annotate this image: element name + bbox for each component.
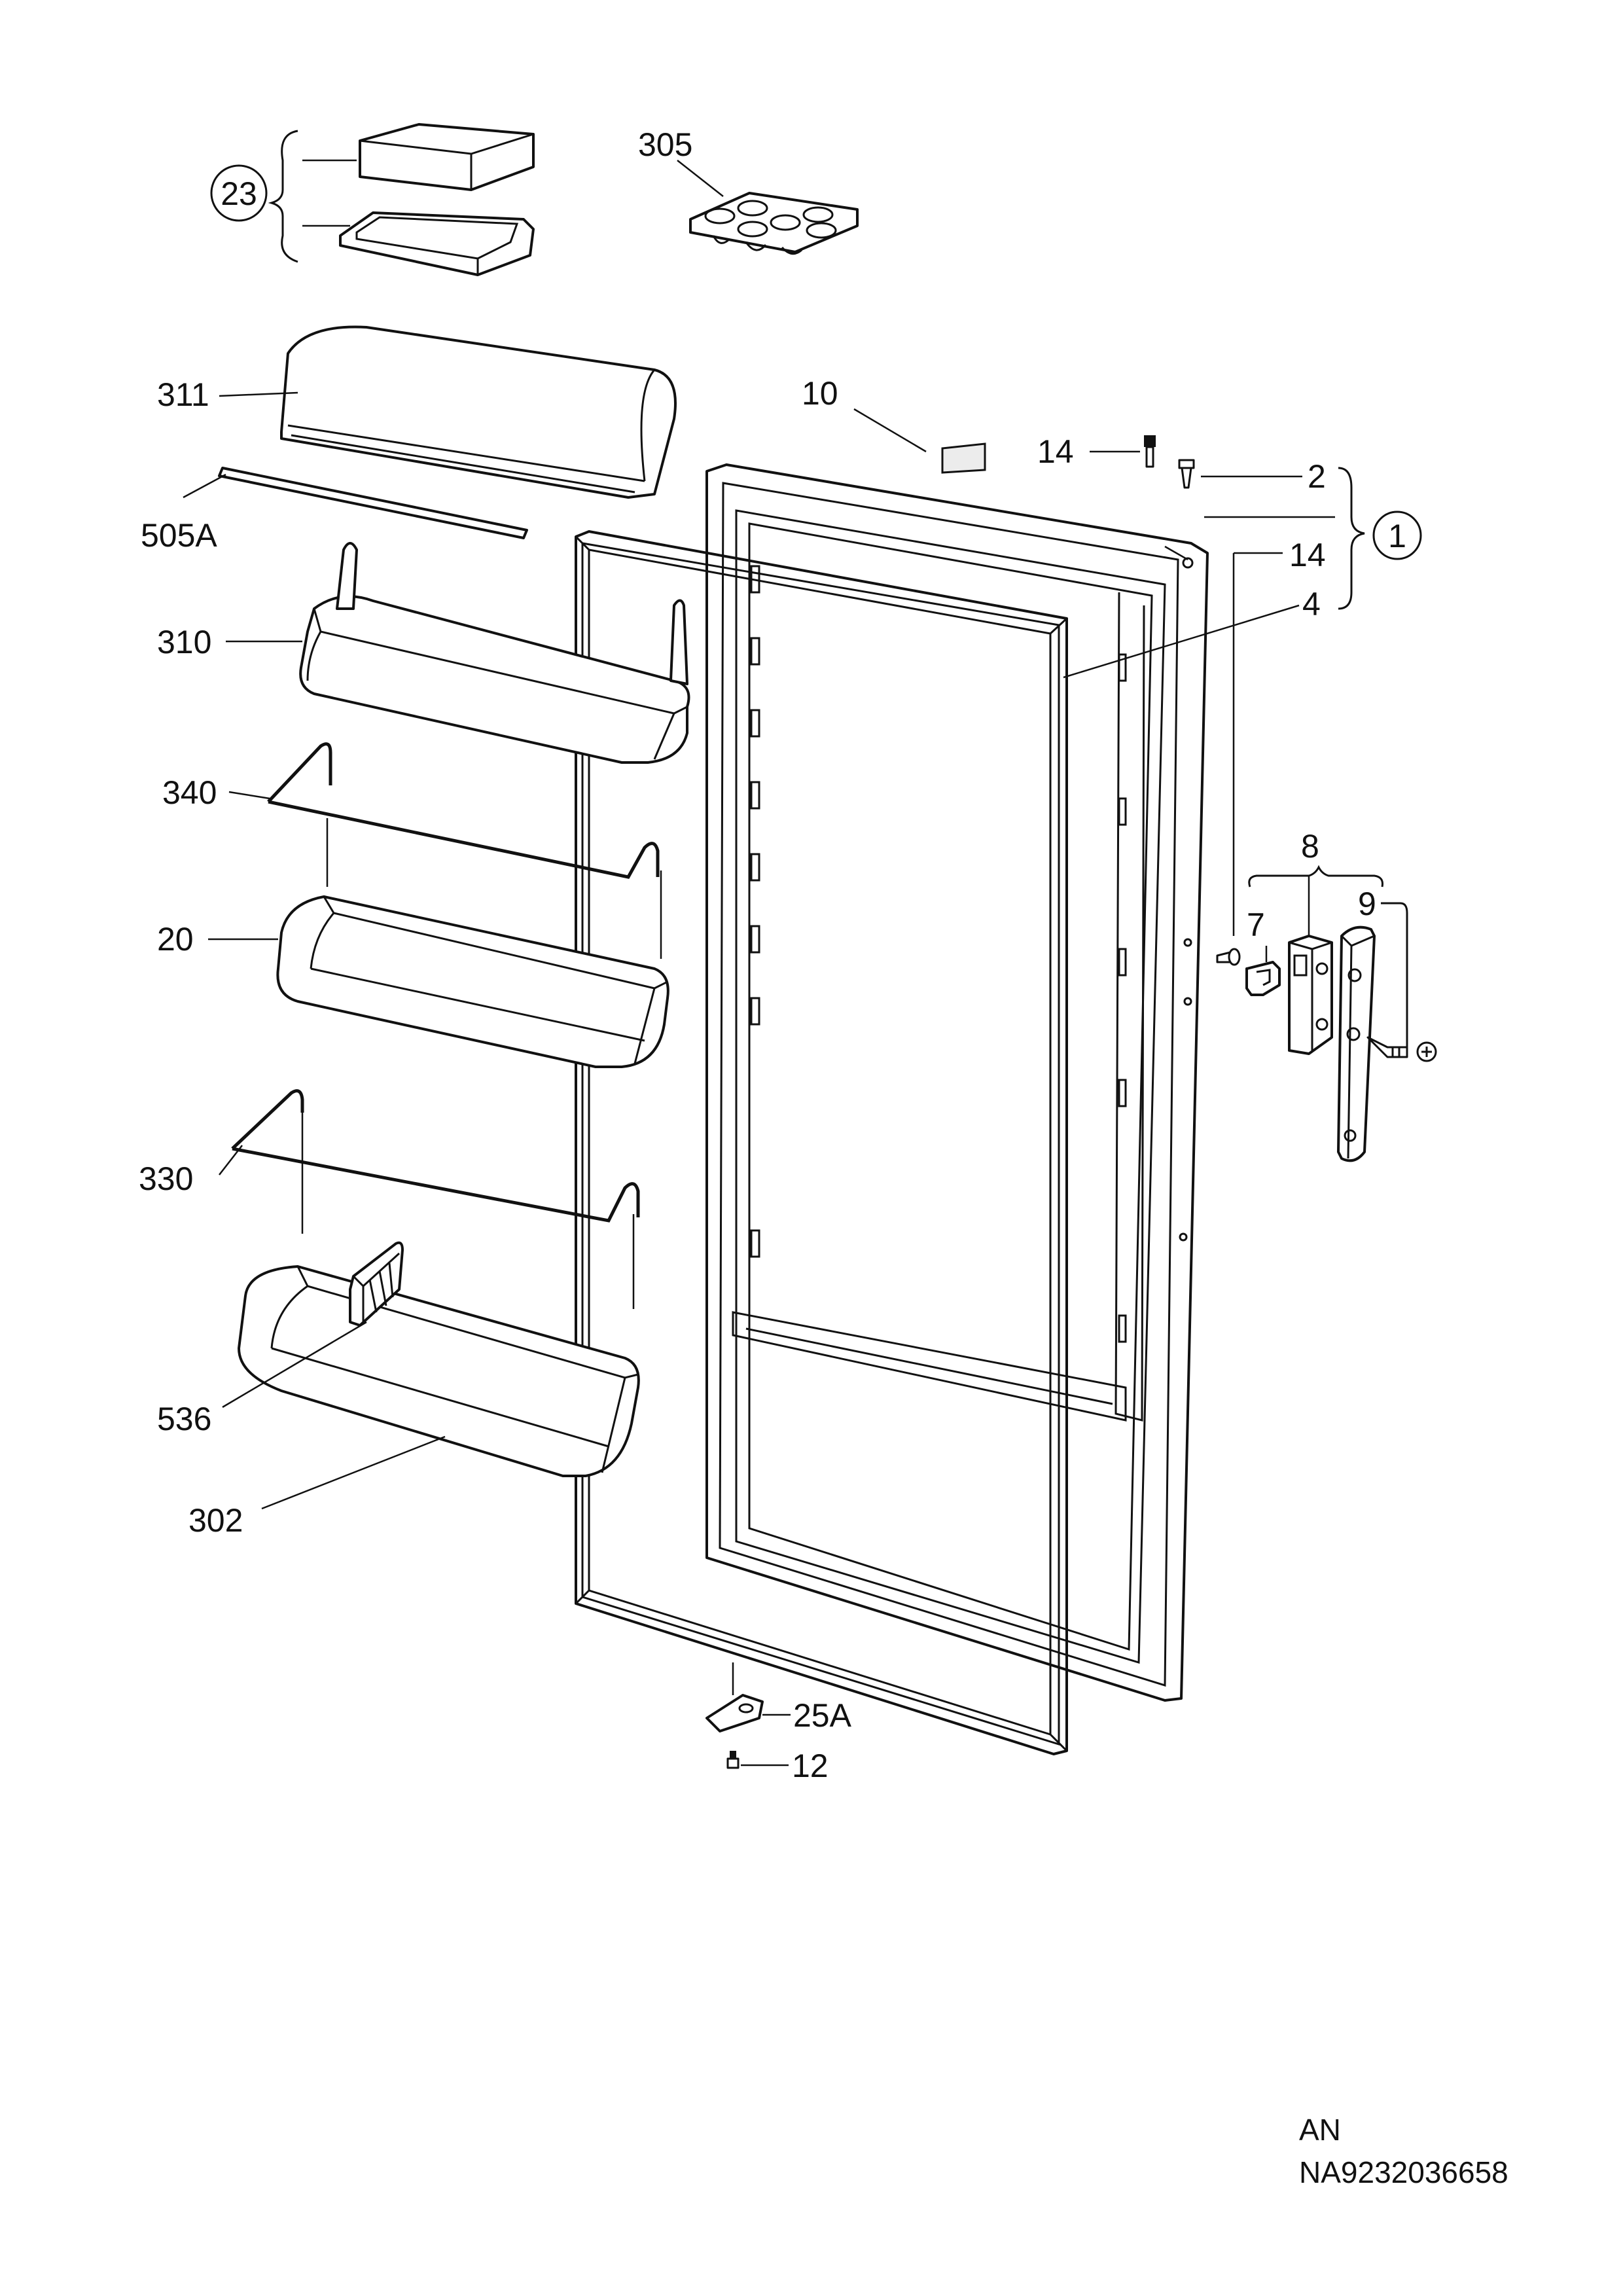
- footer-line-1: AN: [1299, 2113, 1341, 2147]
- label-310: 310: [157, 624, 211, 660]
- wire-rail-330-part: [231, 1089, 640, 1309]
- callout-circle-1: [1372, 511, 1422, 560]
- label-14-side: 14: [1289, 537, 1326, 573]
- plate-10-part: [941, 442, 986, 474]
- screw-left-part: [1216, 948, 1241, 966]
- label-311: 311: [157, 376, 209, 413]
- label-20: 20: [157, 921, 194, 958]
- door-liner-part: [705, 463, 1209, 1702]
- label-2: 2: [1308, 458, 1326, 495]
- hinge-plate-25a-part: [705, 1662, 764, 1732]
- pin-2-part: [1178, 459, 1195, 489]
- label-536: 536: [157, 1401, 211, 1437]
- label-1: 1: [1388, 518, 1406, 554]
- butter-dish-part: [268, 123, 535, 276]
- egg-tray-part: [689, 192, 859, 255]
- dairy-flap-part: [280, 325, 677, 499]
- callout-circle-23: [210, 164, 268, 222]
- label-10: 10: [802, 375, 838, 412]
- divider-536-part: [349, 1241, 404, 1327]
- screw-right-part: [1366, 1036, 1437, 1062]
- label-12: 12: [792, 1748, 829, 1784]
- clip-7-part: [1245, 961, 1281, 996]
- handle-9-part: [1337, 925, 1376, 1162]
- door-gasket-part: [575, 530, 1068, 1755]
- shelf-302-part: [238, 1265, 640, 1477]
- label-8: 8: [1301, 828, 1319, 865]
- label-505a: 505A: [141, 517, 217, 554]
- label-7: 7: [1247, 906, 1265, 943]
- pin-14-top-part: [1144, 435, 1156, 468]
- label-330: 330: [139, 1160, 193, 1197]
- label-4: 4: [1302, 586, 1321, 622]
- screw-12-part: [726, 1751, 740, 1769]
- label-302: 302: [188, 1502, 243, 1539]
- hinge-8-part: [1288, 935, 1333, 1055]
- label-9: 9: [1358, 886, 1376, 922]
- label-23: 23: [221, 175, 257, 212]
- shelf-310-part: [299, 542, 690, 764]
- wire-rail-340-part: [267, 742, 662, 959]
- footer-line-2: NA9232036658: [1299, 2155, 1508, 2189]
- label-340: 340: [162, 774, 217, 811]
- label-14-top: 14: [1037, 433, 1074, 470]
- label-25a: 25A: [793, 1697, 852, 1734]
- rod-505a-part: [218, 467, 528, 539]
- shelf-20-part: [276, 895, 669, 1068]
- label-305: 305: [638, 126, 692, 163]
